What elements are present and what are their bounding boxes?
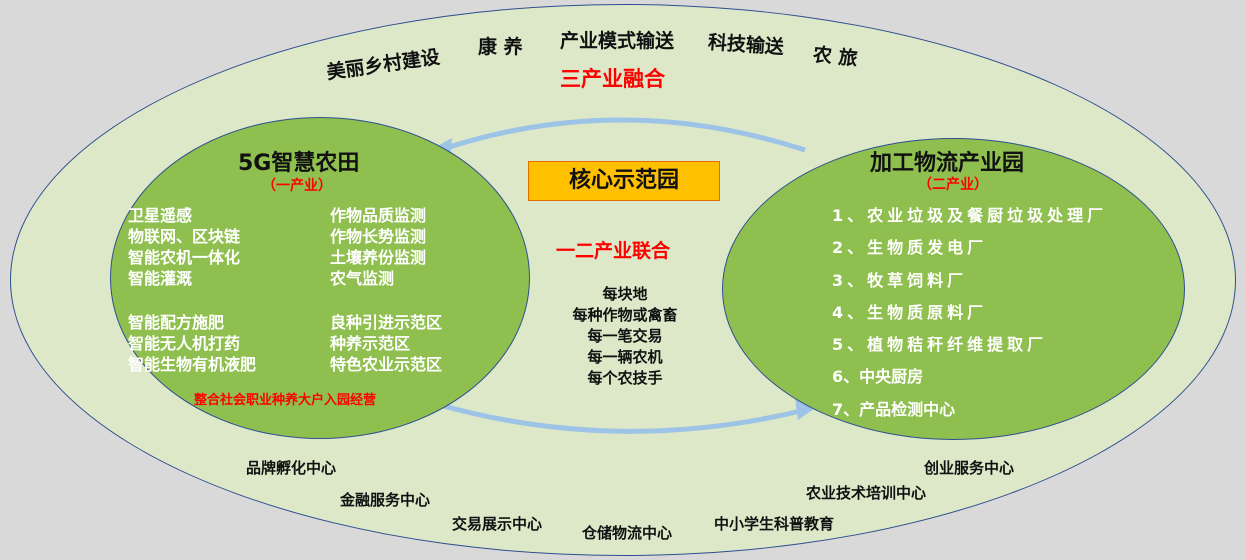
left-col2b: 良种引进示范区种养示范区特色农业示范区: [330, 312, 442, 375]
service-item: 农业技术培训中心: [806, 484, 927, 502]
list-item: 作物品质监测: [330, 206, 427, 225]
top-arrow: [439, 117, 806, 153]
list-item: 智能生物有机液肥: [128, 355, 257, 374]
service-item: 中小学生科普教育: [714, 515, 835, 533]
bottom-arrow: [439, 402, 806, 434]
service-item: 交易展示中心: [452, 515, 543, 533]
list-item: 智能农机一体化: [128, 248, 241, 267]
list-item: 卫星遥感: [128, 206, 193, 225]
list-item: 农气监测: [330, 269, 395, 288]
list-item: 每一辆农机: [587, 348, 663, 366]
list-item: 智能无人机打药: [128, 334, 241, 353]
left-col2a: 作物品质监测作物长势监测土壤养份监测农气监测: [330, 205, 426, 289]
right-list: 1、农业垃圾及餐厨垃圾处理厂 2、生物质发电厂 3、牧草饲料厂 4、生物质原料厂 5、植…: [832, 200, 1107, 426]
list-item: 智能灌溉: [128, 269, 193, 288]
left-title: 5G智慧农田: [238, 151, 360, 176]
list-item: 6、中央厨房: [832, 367, 924, 387]
core-box: 核心示范园: [528, 161, 720, 201]
top-item: 农 旅: [811, 43, 859, 71]
center-list: 每块地每种作物或禽畜每一笔交易每一辆农机每个农技手: [545, 284, 705, 389]
top-item: 产业模式输送: [560, 30, 675, 52]
list-item: 每块地: [602, 285, 648, 303]
list-item: 良种引进示范区: [330, 313, 443, 332]
left-subtitle: （一产业）: [262, 178, 332, 194]
list-item: 4、生物质原料厂: [832, 302, 988, 322]
list-item: 每个农技手: [587, 369, 663, 387]
list-item: 每种作物或禽畜: [572, 306, 678, 324]
list-item: 7、产品检测中心: [832, 399, 956, 419]
list-item: 智能配方施肥: [128, 313, 225, 332]
top-item: 科技输送: [707, 31, 785, 59]
list-item: 1、农业垃圾及餐厨垃圾处理厂: [832, 206, 1108, 225]
list-item: 特色农业示范区: [330, 355, 443, 374]
list-item: 土壤养份监测: [330, 248, 427, 267]
top-title: 三产业融合: [560, 67, 665, 91]
left-footer: 整合社会职业种养大户入园经营: [194, 393, 377, 408]
service-item: 创业服务中心: [924, 459, 1015, 477]
top-item: 康 养: [478, 36, 523, 58]
right-title: 加工物流产业园: [870, 151, 1025, 176]
service-item: 金融服务中心: [340, 491, 431, 509]
list-item: 物联网、区块链: [128, 227, 241, 246]
list-item: 种养示范区: [330, 334, 411, 353]
list-item: 作物长势监测: [330, 227, 427, 246]
service-item: 仓储物流中心: [582, 524, 673, 542]
left-col1a: 卫星遥感物联网、区块链智能农机一体化智能灌溉: [128, 205, 240, 289]
service-item: 品牌孵化中心: [246, 459, 337, 477]
left-ellipse: [110, 117, 530, 439]
center-title: 一二产业联合: [556, 240, 671, 262]
list-item: 2、生物质发电厂: [832, 238, 988, 258]
right-subtitle: （二产业）: [918, 177, 988, 193]
list-item: 3、牧草饲料厂: [832, 270, 968, 290]
list-item: 每一笔交易: [587, 327, 663, 345]
right-ellipse: [722, 138, 1185, 440]
left-col1b: 智能配方施肥智能无人机打药智能生物有机液肥: [128, 312, 256, 375]
bottom-arrowhead: [795, 398, 815, 420]
list-item: 5、植物秸秆纤维提取厂: [832, 335, 1048, 355]
